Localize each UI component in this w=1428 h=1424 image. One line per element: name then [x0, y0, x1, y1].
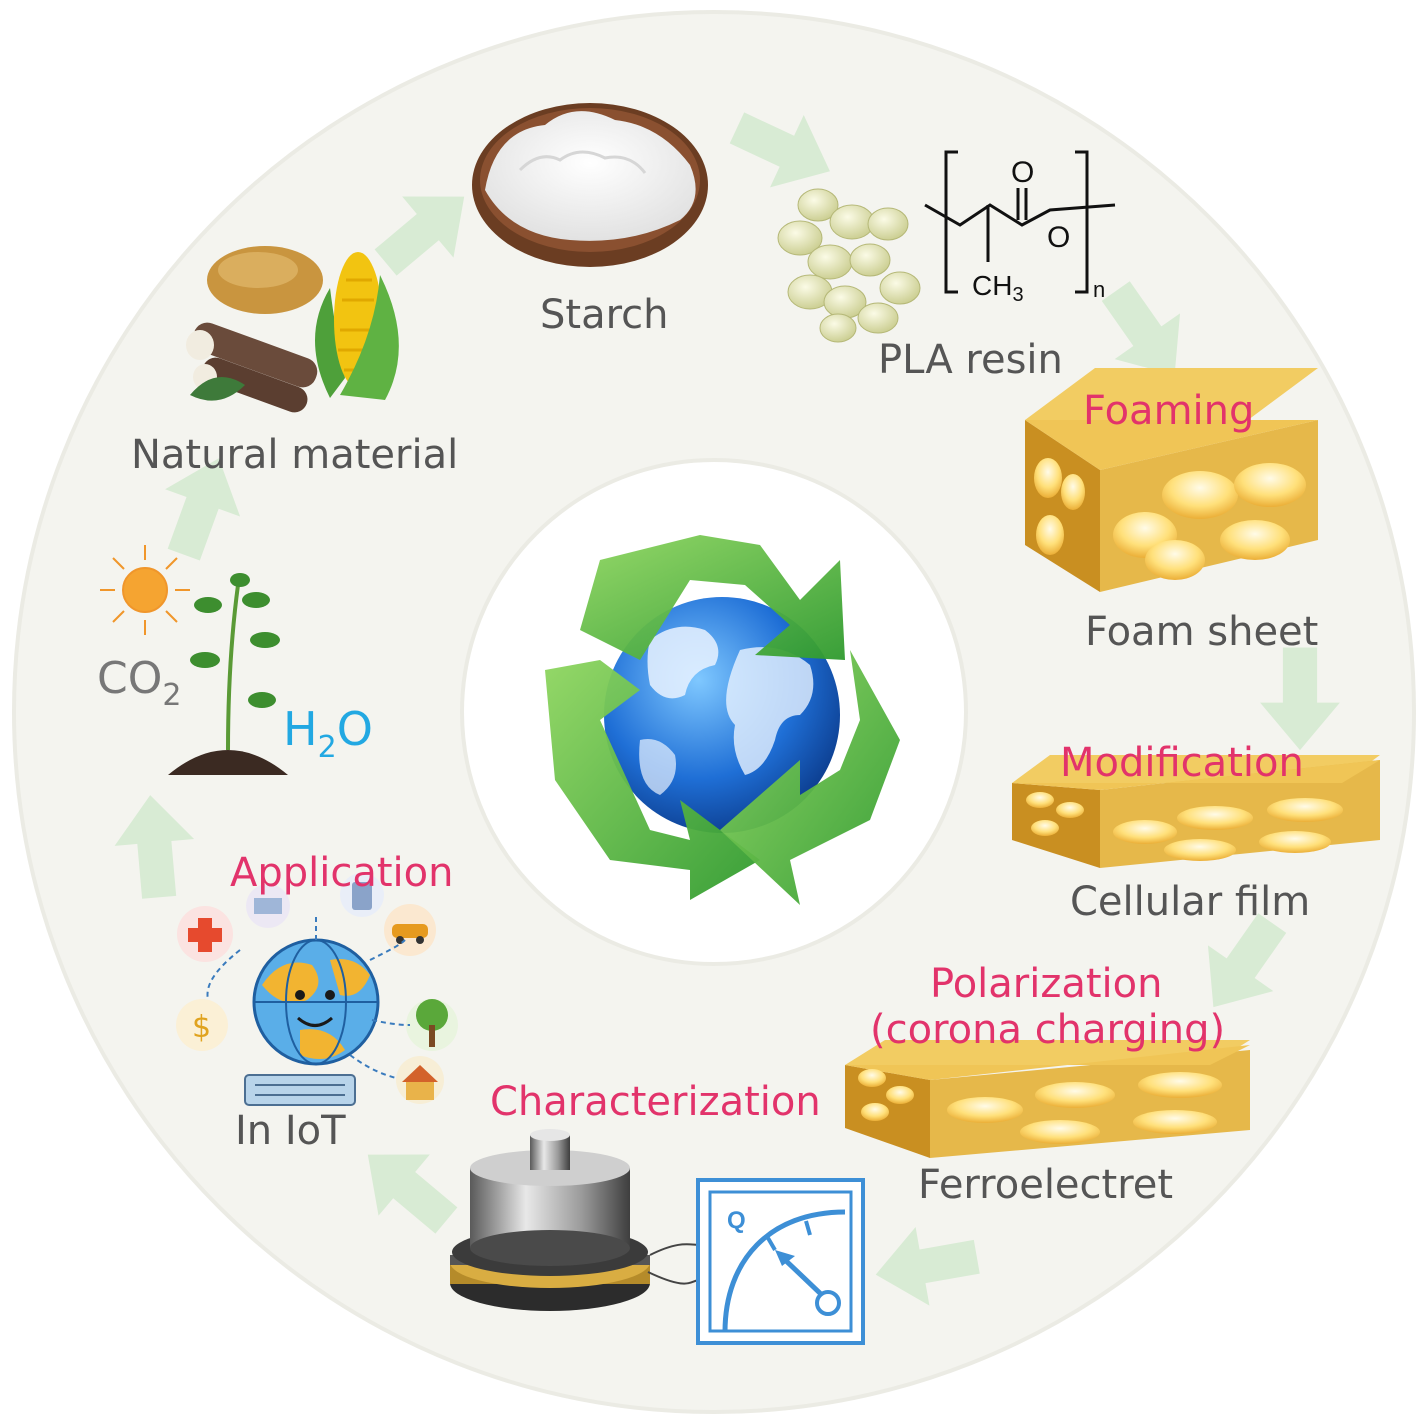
label-pla-resin: PLA resin [878, 337, 1063, 383]
meter-q: Q [727, 1207, 746, 1234]
ferroelectret-icon [845, 1040, 1250, 1158]
label-co2-sub: 2 [162, 678, 181, 713]
pla-n: n [1093, 277, 1105, 302]
pla-structure-icon [924, 150, 1116, 294]
label-foam-sheet: Foam sheet [1085, 609, 1318, 655]
svg-text:CH3: CH3 [972, 270, 1024, 306]
pla-pellets-icon [777, 188, 921, 343]
label-h2o-o: O [337, 702, 373, 756]
svg-text:H2O: H2O [283, 702, 373, 765]
sun-icon [100, 545, 190, 635]
label-cellular-film: Cellular film [1070, 879, 1310, 925]
svg-text:$: $ [192, 1010, 211, 1045]
label-co2: CO [97, 653, 162, 704]
recycle-globe-icon [545, 535, 900, 905]
plant-icon [168, 573, 288, 775]
label-h2o-h: H [283, 702, 318, 756]
label-modification: Modification [1060, 740, 1304, 786]
label-h2o-sub: 2 [318, 730, 337, 765]
labels: Starch PLA resin Natural material Foamin… [97, 292, 1318, 1208]
iot-globe-icon: $ [176, 873, 458, 1106]
cassava-icon [186, 322, 318, 413]
pla-ch3: CH [972, 270, 1012, 301]
pla-structure-text: O O CH3 n [972, 156, 1105, 306]
svg-text:CO2: CO2 [97, 653, 181, 713]
label-starch: Starch [540, 292, 669, 338]
label-polarization-line2: (corona charging) [870, 1007, 1225, 1053]
label-foaming: Foaming [1083, 388, 1254, 434]
piezo-sensor-icon [450, 1129, 701, 1311]
starch-bowl-icon [472, 103, 708, 267]
pla-ch3-sub: 3 [1012, 284, 1023, 306]
charge-meter-icon: Q [696, 1178, 865, 1345]
corn-icon [315, 252, 399, 400]
label-ferroelectret: Ferroelectret [918, 1162, 1173, 1208]
foam-block-icon [1025, 368, 1318, 592]
label-natural-material: Natural material [131, 432, 458, 478]
label-characterization: Characterization [490, 1079, 821, 1125]
pla-o-top: O [1011, 156, 1034, 189]
label-polarization-line1: Polarization [930, 961, 1162, 1007]
potato-icon [207, 246, 323, 314]
label-in-iot: In IoT [235, 1108, 346, 1154]
cellular-film-icon [1012, 755, 1380, 868]
pla-o-ring: O [1047, 221, 1070, 254]
label-application: Application [230, 850, 454, 896]
